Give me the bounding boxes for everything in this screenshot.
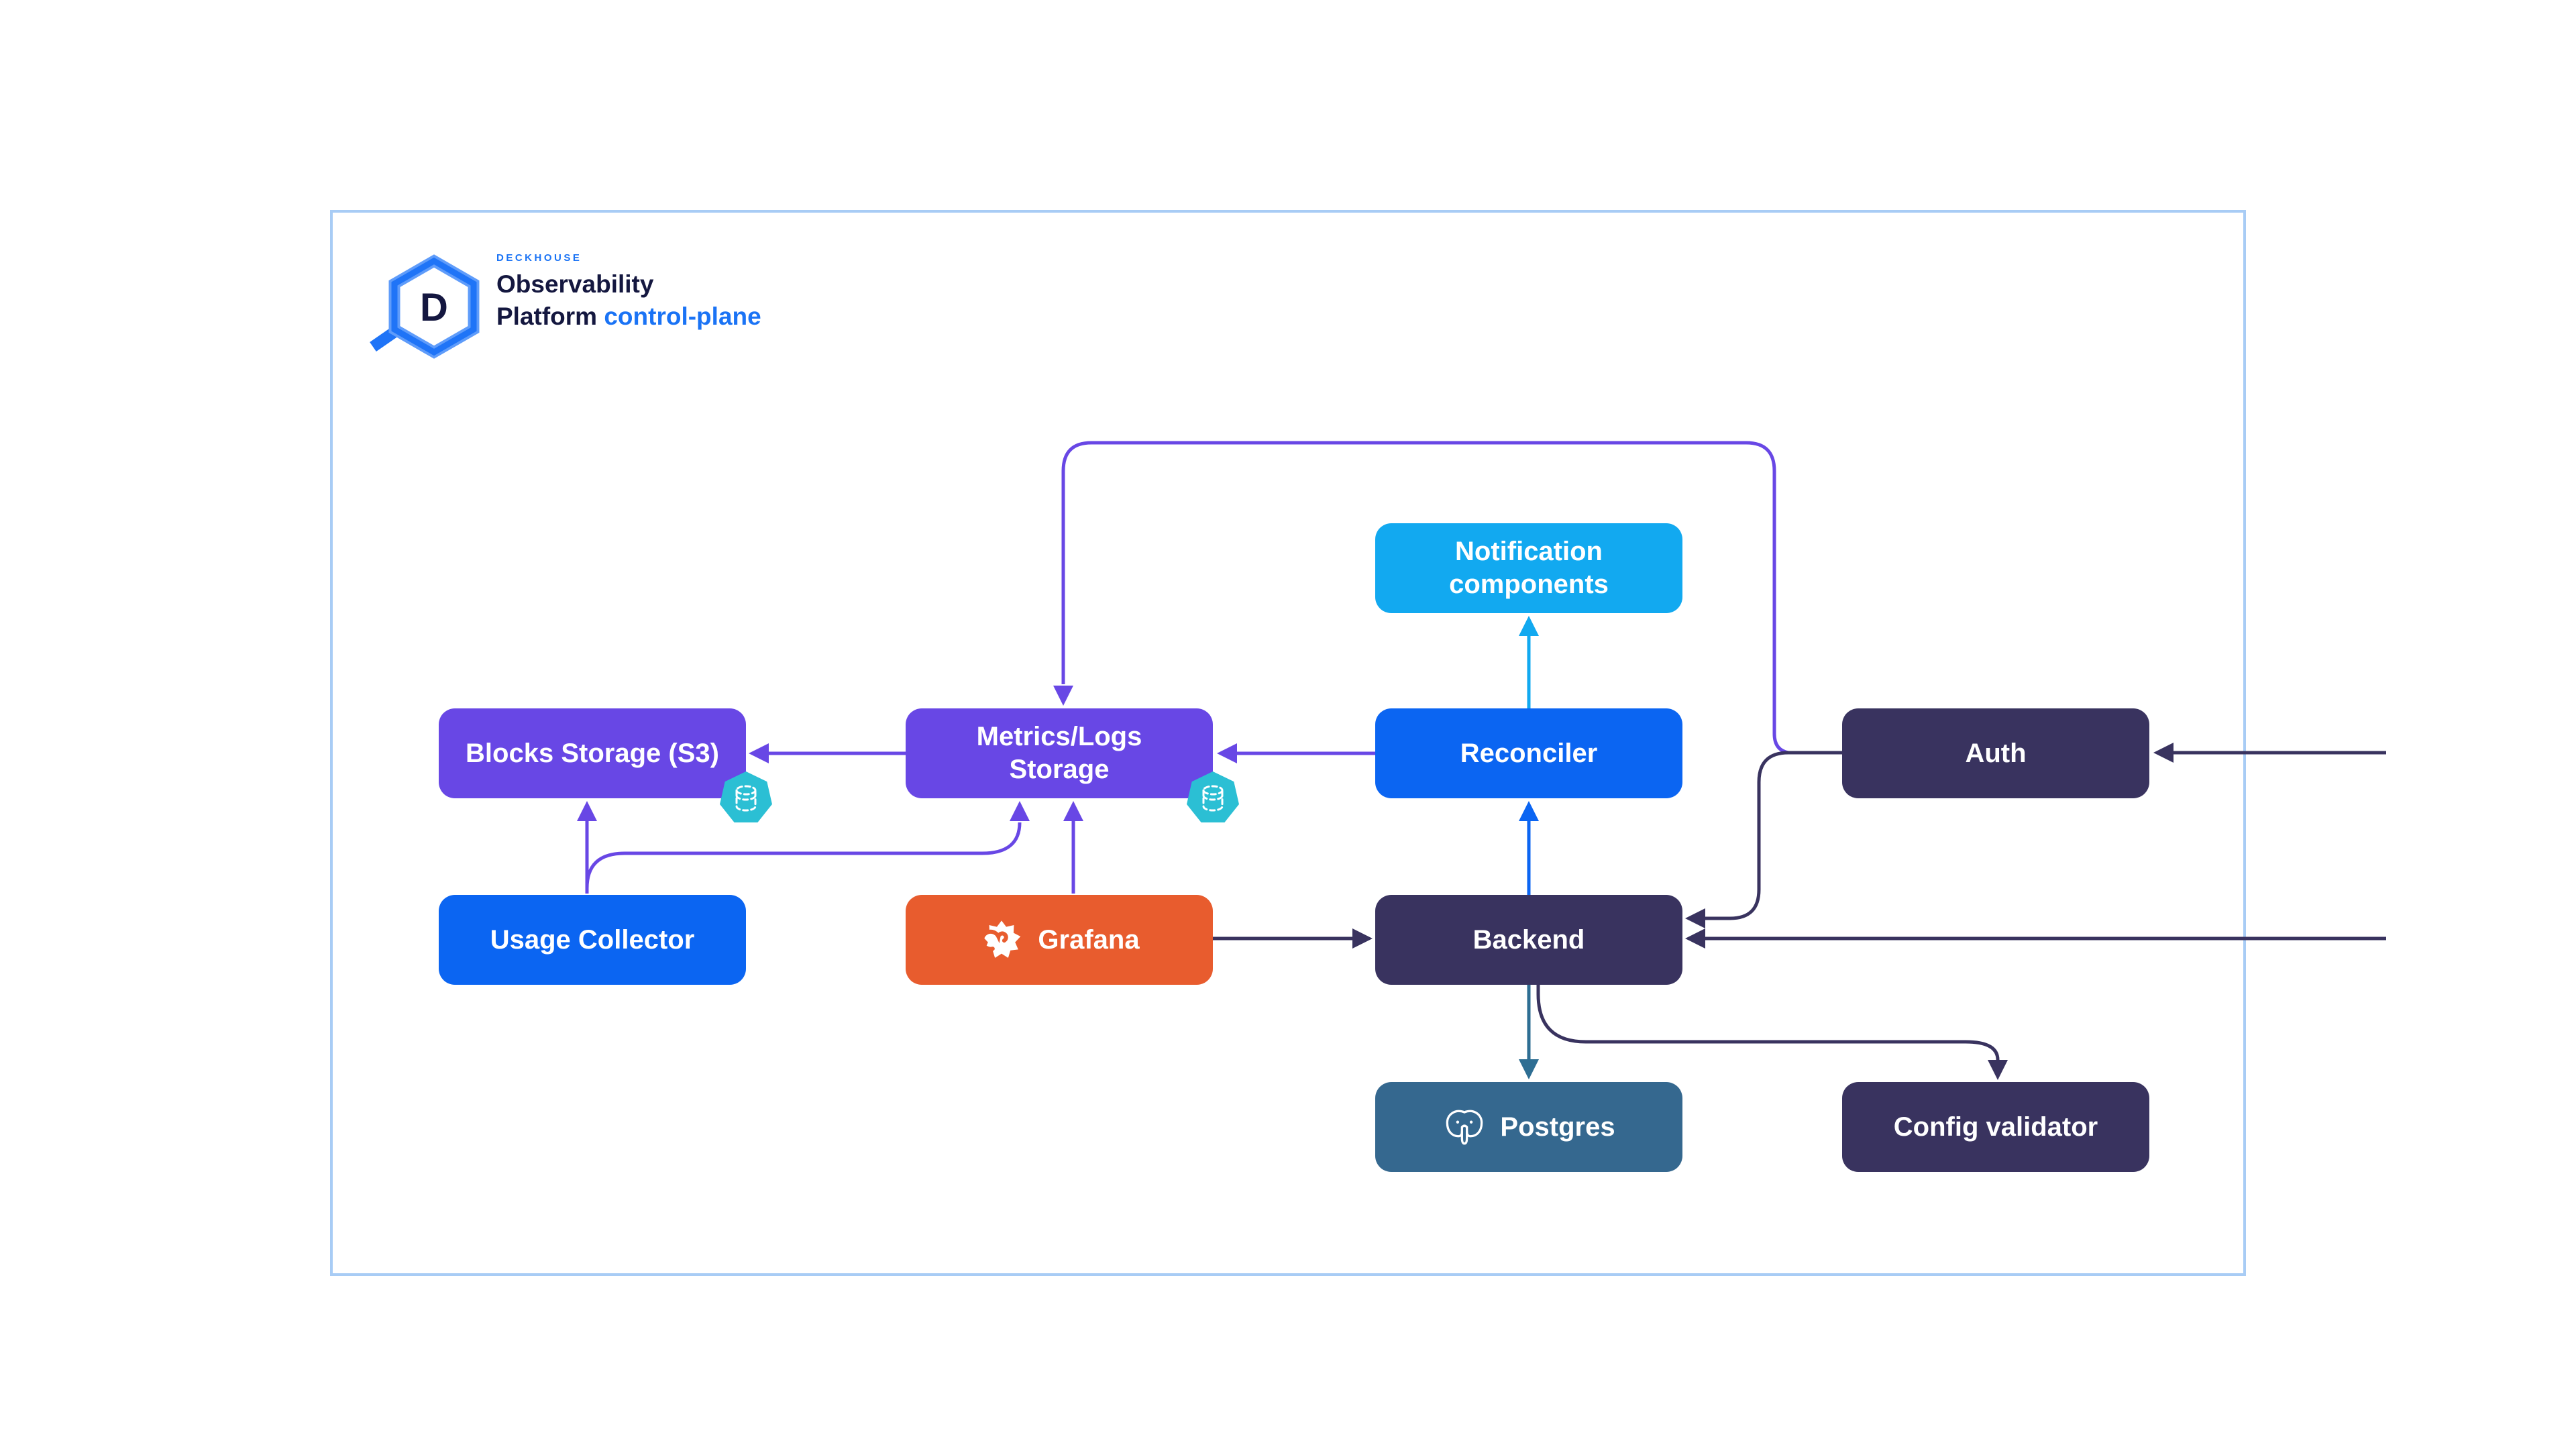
arrowhead [1053,686,1073,706]
deckhouse-hexagon-icon: D [370,254,480,359]
node-metrics-logs-storage: Metrics/Logs Storage [906,708,1213,798]
node-usage-collector: Usage Collector [439,895,746,985]
arrowhead [1685,928,1705,949]
node-backend: Backend [1375,895,1682,985]
node-label: Auth [1965,738,2027,768]
arrowhead [1519,801,1539,821]
node-label: Backend [1472,924,1585,955]
arrowhead [1217,743,1237,763]
node-label: Blocks Storage (S3) [466,738,719,768]
node-notification-components: Notification components [1375,523,1682,613]
node-label: Metrics/Logs Storage [976,722,1142,784]
node-label: Reconciler [1460,738,1598,768]
node-label: Config validator [1893,1112,2098,1142]
node-auth: Auth [1842,708,2149,798]
deckhouse-logo: D DECKHOUSE Observability Platform contr… [362,250,845,370]
node-grafana: Grafana [906,895,1213,985]
arrowhead [1685,908,1705,928]
arrowhead [1519,616,1539,636]
edge-backend-to-config-validator [1536,985,2000,1061]
edge-auth-to-metrics [1061,441,1789,755]
postgres-icon [1446,1110,1483,1145]
svg-text:D: D [420,286,448,329]
logo-product-line1: Observability [496,270,654,298]
node-reconciler: Reconciler [1375,708,1682,798]
arrowhead [1010,801,1030,821]
logo-brand: DECKHOUSE [496,252,582,264]
logo-product-line2: Platform control-plane [496,303,761,330]
node-label: Notification components [1449,537,1609,599]
arrowhead [1352,928,1373,949]
node-label: Grafana [1038,924,1140,955]
node-label: Usage Collector [490,924,695,955]
grafana-icon [980,920,1021,958]
arrowhead [749,743,769,763]
logo-variant: control-plane [604,303,761,330]
node-label: Postgres [1500,1112,1615,1142]
arrowhead [1063,801,1083,821]
node-config-validator: Config validator [1842,1082,2149,1172]
arrowhead [1519,1059,1539,1079]
arrowhead [577,801,597,821]
edge-usage-to-metrics [585,822,1022,894]
arrowhead [2153,743,2174,763]
node-postgres: Postgres [1375,1082,1682,1172]
node-blocks-storage: Blocks Storage (S3) [439,708,746,798]
arrowhead [1988,1060,2008,1080]
edge-auth-to-backend [1704,751,1842,920]
